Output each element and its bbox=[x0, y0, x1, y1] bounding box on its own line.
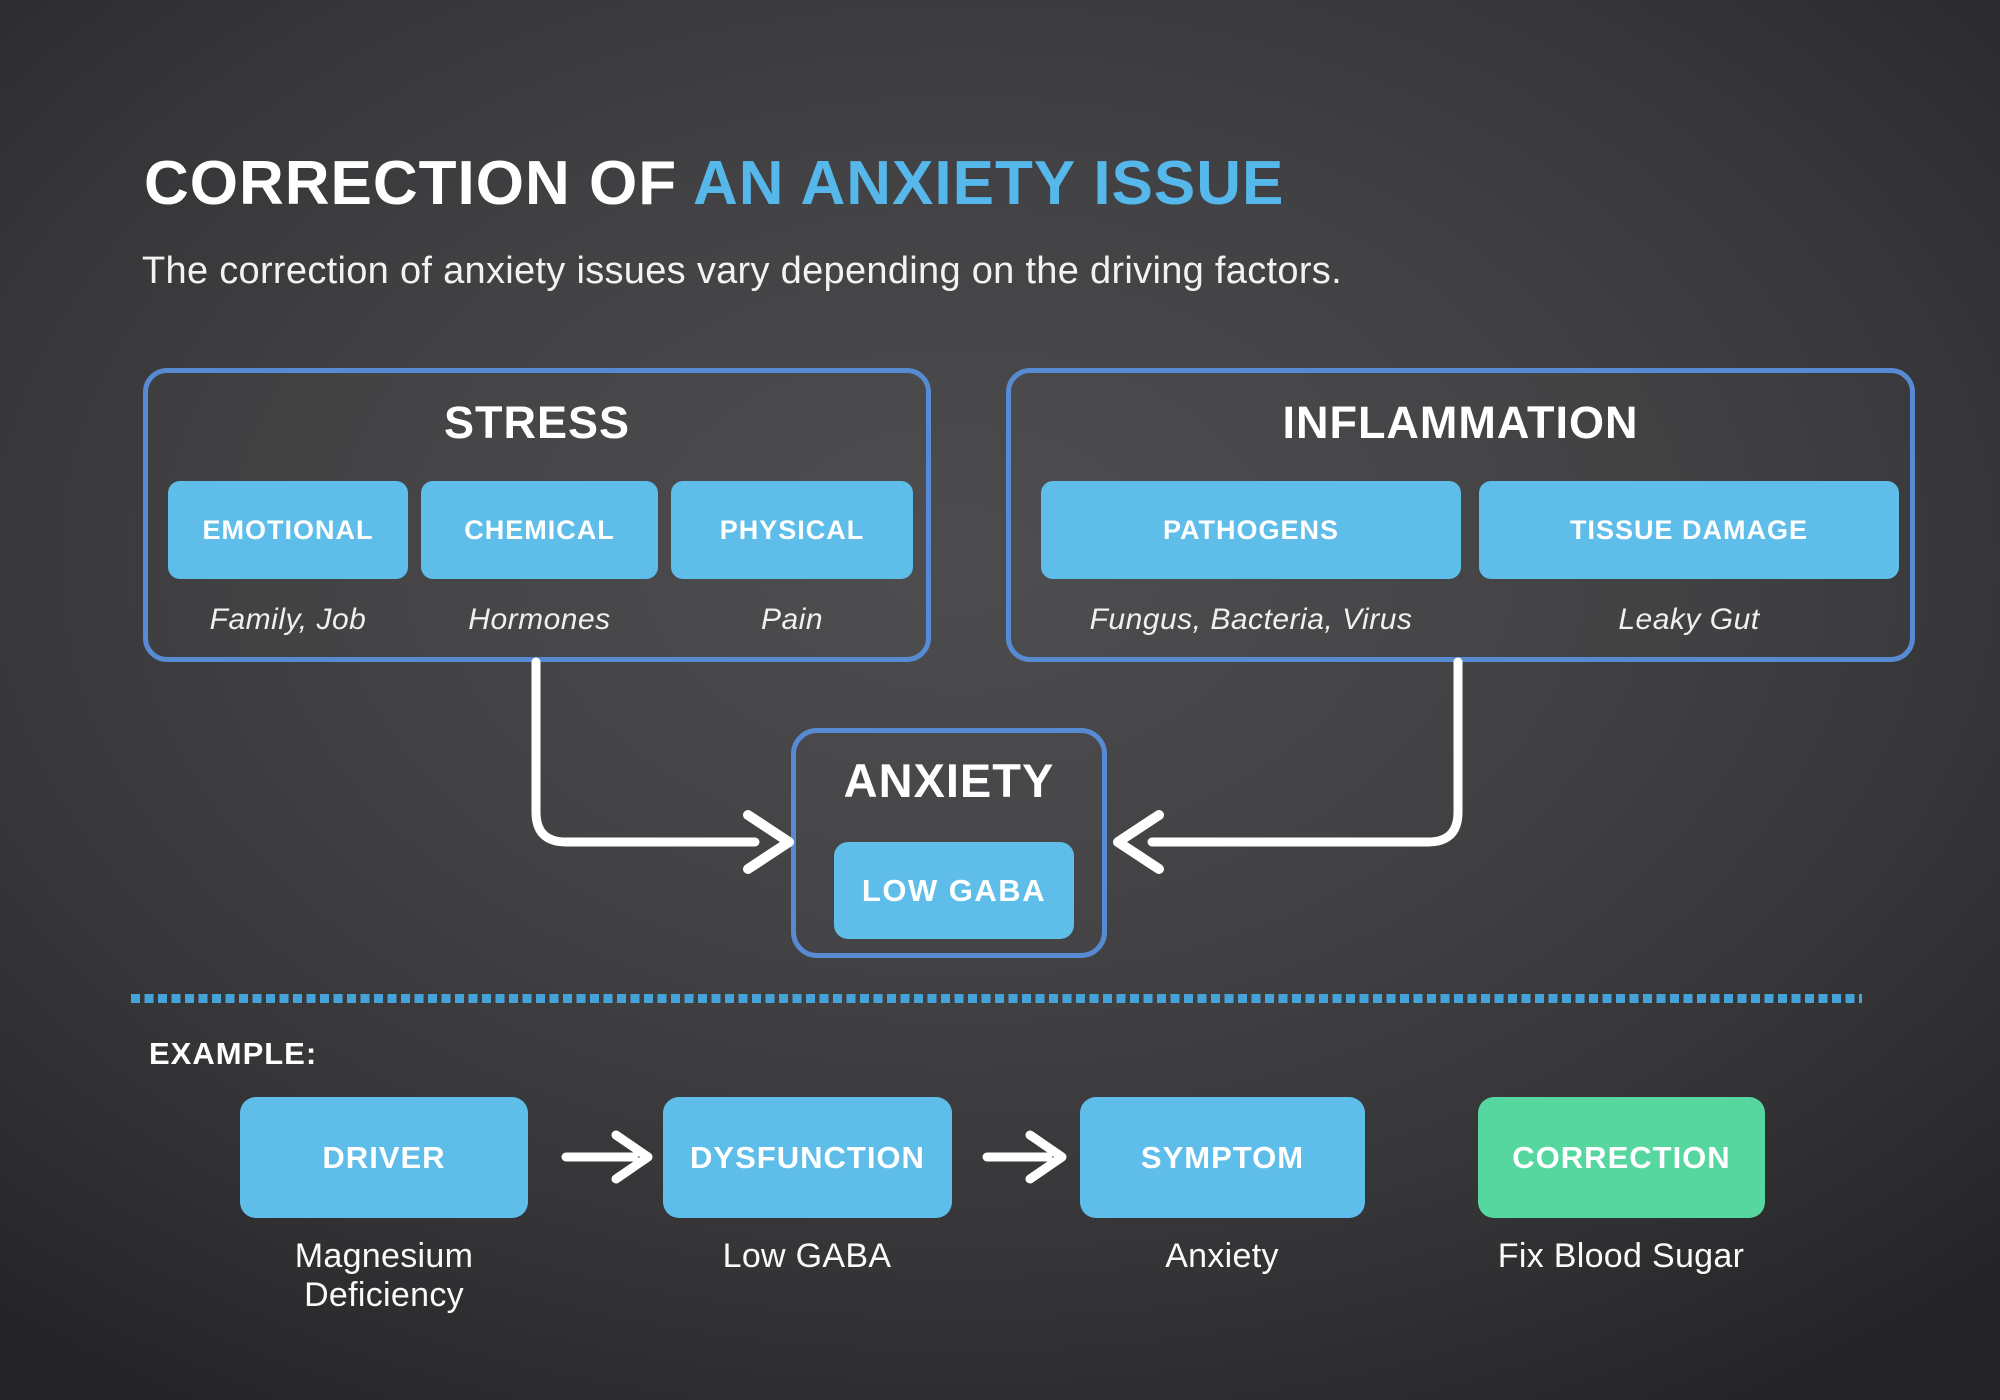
page-title: CORRECTION OF AN ANXIETY ISSUE bbox=[144, 148, 1284, 219]
example-label-dysfunction: Low GABA bbox=[722, 1237, 892, 1275]
example-step-symptom: SYMPTOM bbox=[1080, 1097, 1365, 1218]
dotted-divider bbox=[131, 994, 1862, 1003]
inflammation-chip-pathogens: PATHOGENS bbox=[1041, 481, 1461, 579]
page-title-accent: AN ANXIETY ISSUE bbox=[693, 149, 1285, 218]
stress-group-title: STRESS bbox=[443, 397, 631, 448]
page-subtitle: The correction of anxiety issues vary de… bbox=[142, 250, 1342, 292]
example-step-correction: CORRECTION bbox=[1478, 1097, 1765, 1218]
stress-subnote-physical: Pain bbox=[760, 603, 824, 636]
stress-subnote-emotional: Family, Job bbox=[209, 603, 367, 636]
example-label-correction: Fix Blood Sugar bbox=[1497, 1237, 1745, 1275]
example-label-driver: Magnesium Deficiency bbox=[294, 1237, 474, 1315]
example-step-driver: DRIVER bbox=[240, 1097, 528, 1218]
inflammation-group-title: INFLAMMATION bbox=[1282, 397, 1639, 448]
inflammation-to-anxiety-arrowhead-icon bbox=[1113, 810, 1164, 874]
stress-to-anxiety-arrow bbox=[531, 657, 760, 847]
example-step-dysfunction: DYSFUNCTION bbox=[663, 1097, 952, 1218]
inflammation-to-anxiety-arrow bbox=[1147, 657, 1463, 847]
inflammation-subnote-pathogens: Fungus, Bacteria, Virus bbox=[1089, 603, 1413, 636]
driver-to-dysfunction-arrow-icon bbox=[561, 1130, 653, 1184]
inflammation-group-box: INFLAMMATION PATHOGENS TISSUE DAMAGE Fun… bbox=[1006, 368, 1915, 662]
stress-chip-chemical: CHEMICAL bbox=[421, 481, 658, 579]
page-title-white: CORRECTION OF bbox=[144, 149, 694, 218]
stress-subnote-chemical: Hormones bbox=[468, 603, 611, 636]
stress-group-box: STRESS EMOTIONAL CHEMICAL PHYSICAL Famil… bbox=[143, 368, 931, 662]
inflammation-chip-tissue-damage: TISSUE DAMAGE bbox=[1479, 481, 1899, 579]
stress-chip-emotional: EMOTIONAL bbox=[168, 481, 408, 579]
example-label-symptom: Anxiety bbox=[1165, 1237, 1279, 1275]
anxiety-box: ANXIETY LOW GABA bbox=[791, 728, 1107, 958]
stress-chip-physical: PHYSICAL bbox=[671, 481, 913, 579]
example-heading: EXAMPLE: bbox=[149, 1036, 318, 1071]
dysfunction-to-symptom-arrow-icon bbox=[982, 1130, 1067, 1184]
anxiety-title: ANXIETY bbox=[843, 754, 1055, 807]
anxiety-chip-low-gaba: LOW GABA bbox=[834, 842, 1074, 939]
stress-to-anxiety-arrowhead-icon bbox=[743, 810, 794, 874]
inflammation-subnote-tissue-damage: Leaky Gut bbox=[1618, 603, 1760, 636]
